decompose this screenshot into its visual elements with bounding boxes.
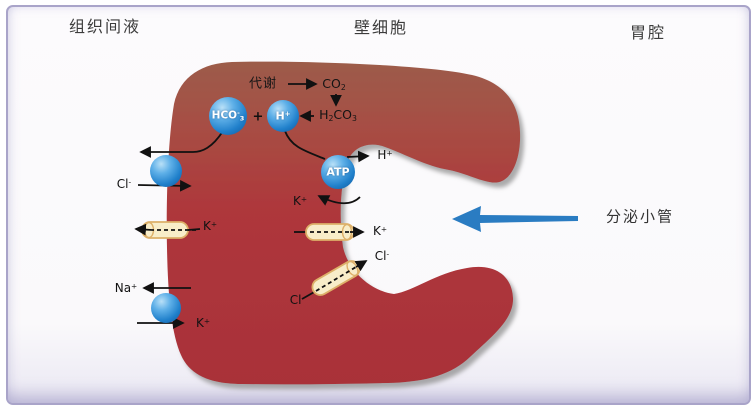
na-label: Na+: [114, 281, 138, 295]
h2co3-label: H2CO3: [319, 107, 357, 124]
hplus-to-atp-curve: [284, 130, 326, 160]
k-channel-left: [134, 221, 201, 239]
region-label-interstitial-fluid: 组织间液: [68, 17, 142, 36]
parietal-cell-body: [166, 61, 521, 385]
atp-kplus-in-curve-arrow: [317, 195, 361, 206]
cl-label-right-bottom: Cl-: [289, 293, 305, 307]
cl-label-left: Cl-: [116, 177, 132, 191]
k-label-atp-pump: K+: [292, 194, 308, 208]
hco3-export-curve-arrow: [139, 130, 224, 158]
atp-proton-pump-sphere: [321, 155, 355, 189]
hco3-sphere: [209, 97, 247, 135]
k-label-na-k-pump: K+: [195, 316, 211, 330]
atp-label: ATP: [326, 165, 350, 179]
canaliculus-pointer-arrow: [452, 206, 578, 232]
canaliculus-label: 分泌小管: [605, 207, 675, 226]
cl-hco3-exchanger-sphere: [150, 155, 182, 187]
na-k-pump-sphere: [151, 293, 181, 323]
hplus-sphere: [267, 100, 299, 132]
region-label-parietal-cell: 壁细胞: [353, 18, 409, 37]
h-label-canaliculus: H+: [377, 148, 393, 162]
cl-channel-canaliculus: [301, 260, 368, 300]
hplus-sphere-label: H+: [275, 109, 291, 123]
region-label-gastric-lumen: 胃腔: [629, 23, 667, 42]
k-channel-canaliculus: [294, 223, 365, 241]
k-label-right-channel: K+: [372, 224, 388, 238]
plus-sign: +: [252, 109, 264, 125]
atp-hplus-out-arrow: [346, 150, 370, 163]
hco3-sphere-label: HCO-3: [211, 109, 245, 123]
k-label-left-channel: K+: [202, 219, 218, 233]
cl-label-right-top: Cl-: [374, 249, 390, 263]
co2-label: CO2: [322, 76, 346, 93]
metabolism-label: 代谢: [248, 76, 278, 92]
